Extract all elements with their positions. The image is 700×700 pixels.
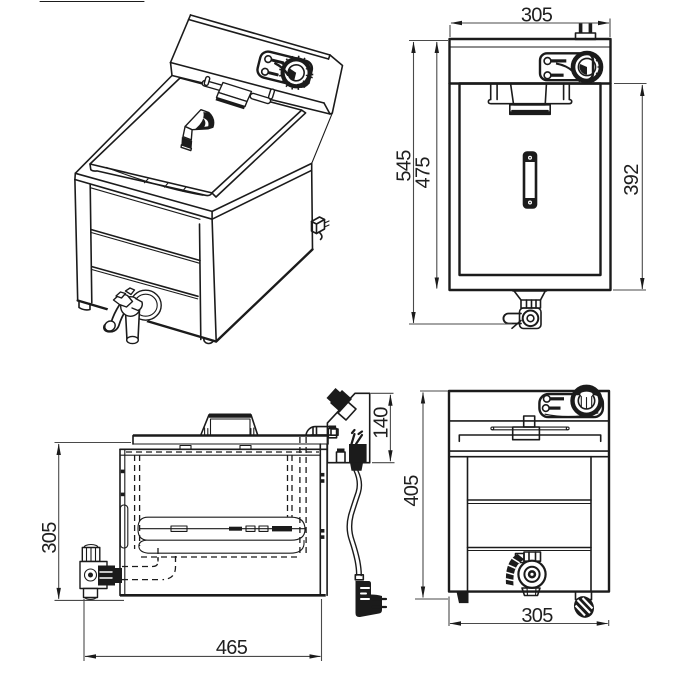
svg-text:305: 305 (521, 4, 553, 26)
svg-text:465: 465 (216, 637, 248, 659)
svg-text:305: 305 (521, 605, 553, 627)
svg-text:392: 392 (621, 164, 643, 196)
svg-text:545: 545 (394, 150, 416, 182)
svg-text:305: 305 (39, 522, 61, 554)
svg-text:140: 140 (371, 407, 393, 439)
svg-text:405: 405 (401, 475, 423, 507)
svg-text:475: 475 (413, 157, 435, 189)
